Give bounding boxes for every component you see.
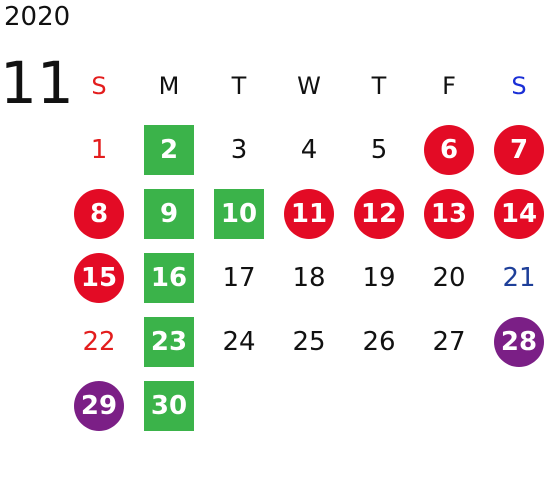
day-number: 20 [432,263,466,293]
day-cell[interactable]: 27 [414,310,484,374]
day-number: 30 [144,381,194,431]
day-cell[interactable]: 24 [204,310,274,374]
day-cell[interactable]: 12 [344,182,414,246]
day-number: 1 [90,135,108,165]
day-cell[interactable]: 5 [344,118,414,182]
day-cell[interactable]: 28 [484,310,548,374]
day-cell[interactable]: 30 [134,374,204,438]
day-number: 18 [292,263,326,293]
day-cell[interactable]: 10 [204,182,274,246]
day-number: 21 [502,263,536,293]
day-cell[interactable]: 8 [64,182,134,246]
day-cell[interactable]: 25 [274,310,344,374]
weekday-header: W [297,72,321,100]
day-number: 9 [144,189,194,239]
day-number: 16 [144,253,194,303]
day-cell[interactable]: 9 [134,182,204,246]
weekday-header: F [442,72,456,100]
day-cell[interactable]: 7 [484,118,548,182]
day-number: 24 [222,327,256,357]
day-cell[interactable]: 16 [134,246,204,310]
weekday-header: S [511,72,527,100]
weekday-header: S [91,72,107,100]
day-number: 25 [292,327,326,357]
weekday-header: T [231,72,247,100]
day-cell[interactable]: 17 [204,246,274,310]
day-cell[interactable]: 4 [274,118,344,182]
day-cell[interactable]: 3 [204,118,274,182]
day-number: 5 [370,135,388,165]
day-number: 3 [230,135,248,165]
day-number: 14 [494,189,544,239]
day-number: 7 [494,125,544,175]
day-number: 12 [354,189,404,239]
weekday-header: M [158,72,180,100]
day-cell[interactable]: 2 [134,118,204,182]
weekday-header: T [371,72,387,100]
day-number: 22 [82,327,116,357]
day-number: 23 [144,317,194,367]
day-cell[interactable]: 19 [344,246,414,310]
day-cell[interactable]: 15 [64,246,134,310]
day-number: 13 [424,189,474,239]
day-cell[interactable]: 13 [414,182,484,246]
day-number: 10 [214,189,264,239]
day-number: 4 [300,135,318,165]
day-number: 15 [74,253,124,303]
day-number: 29 [74,381,124,431]
day-number: 26 [362,327,396,357]
day-cell[interactable]: 18 [274,246,344,310]
day-number: 11 [284,189,334,239]
day-cell[interactable]: 29 [64,374,134,438]
day-number: 28 [494,317,544,367]
day-cell[interactable]: 6 [414,118,484,182]
day-cell[interactable]: 23 [134,310,204,374]
day-cell[interactable]: 20 [414,246,484,310]
day-cell[interactable]: 1 [64,118,134,182]
day-cell[interactable]: 11 [274,182,344,246]
day-number: 17 [222,263,256,293]
day-cell[interactable]: 22 [64,310,134,374]
day-number: 8 [74,189,124,239]
day-number: 6 [424,125,474,175]
day-number: 2 [144,125,194,175]
day-number: 19 [362,263,396,293]
day-cell[interactable]: 21 [484,246,548,310]
month-label: 11 [0,49,74,117]
day-cell[interactable]: 26 [344,310,414,374]
day-cell[interactable]: 14 [484,182,548,246]
day-number: 27 [432,327,466,357]
year-label: 2020 [4,2,71,32]
